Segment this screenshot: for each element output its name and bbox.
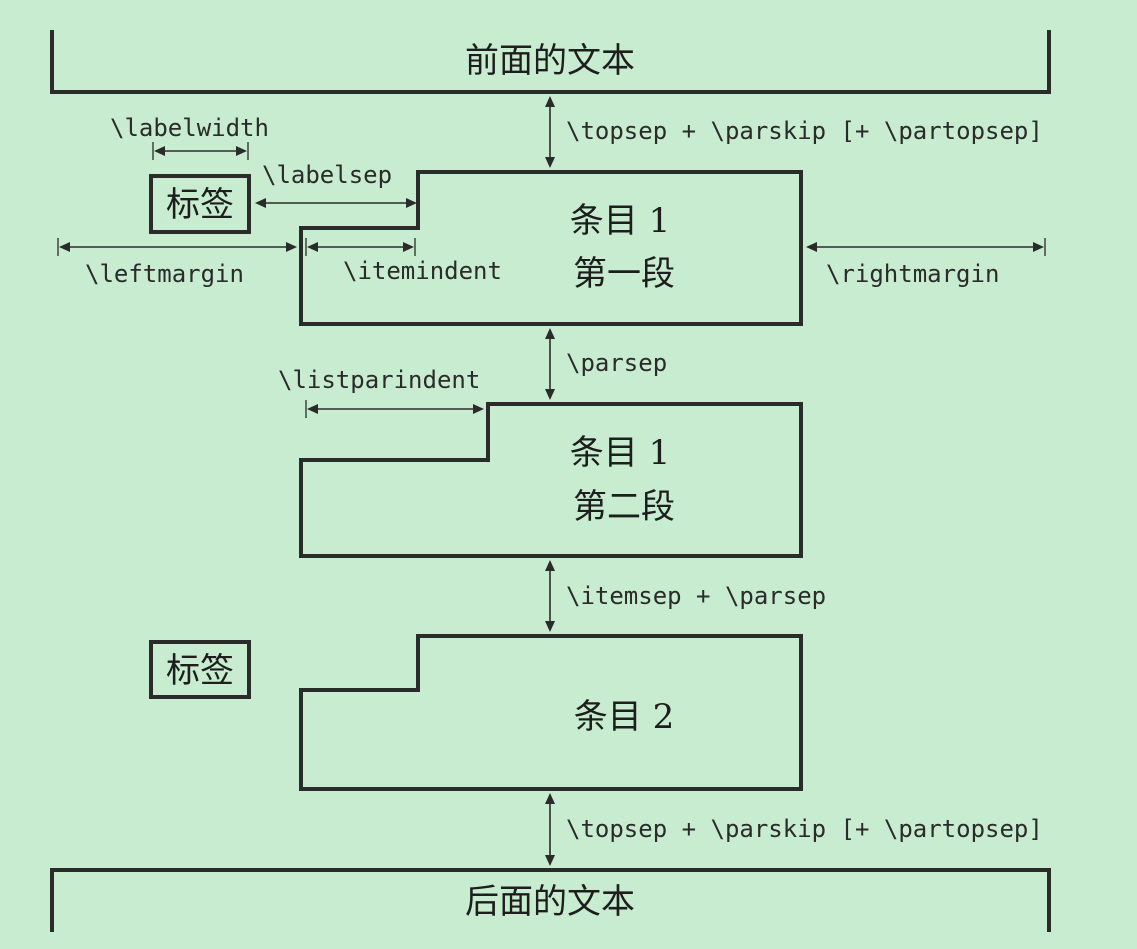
listparindent-arrow: [305, 400, 484, 418]
topsep-after-arrow: [545, 793, 555, 866]
itemsep-parsep-arrow: [545, 560, 555, 632]
preceding-text-bracket: [50, 30, 1051, 94]
item1-para1-box: [299, 170, 803, 326]
label-box-item1: [149, 174, 251, 234]
leftmargin-arrow: [57, 238, 297, 256]
item1-para2-text: 第二段: [573, 487, 675, 527]
rightmargin-arrow: [806, 238, 1046, 256]
item2-title: 条目 2: [574, 697, 674, 737]
label-text-item2: 标签: [166, 651, 234, 691]
rightmargin-label: \rightmargin: [826, 260, 999, 288]
item2-box: [299, 634, 803, 791]
following-text-bracket: [50, 868, 1051, 932]
preceding-text-label: 前面的文本: [465, 41, 635, 81]
topsep-before-arrow: [545, 96, 555, 168]
item1-para2-box: [299, 402, 803, 558]
labelsep-label: \labelsep: [262, 161, 392, 189]
label-text-item1: 标签: [166, 185, 234, 225]
label-box-item2: [149, 640, 251, 699]
itemindent-arrow: [305, 238, 416, 256]
parsep-label: \parsep: [566, 349, 667, 377]
following-text-label: 后面的文本: [465, 882, 635, 922]
item1-para1-text: 第一段: [573, 254, 675, 294]
topsep-after-label: \topsep + \parskip [+ \partopsep]: [566, 815, 1043, 843]
topsep-before-label: \topsep + \parskip [+ \partopsep]: [566, 117, 1043, 145]
item1-para1-title: 条目 1: [570, 201, 670, 241]
item1-para2-title: 条目 1: [570, 433, 670, 473]
labelwidth-arrow: [152, 142, 249, 160]
itemsep-parsep-label: \itemsep + \parsep: [566, 582, 826, 610]
itemindent-label: \itemindent: [343, 257, 502, 285]
labelwidth-label: \labelwidth: [110, 114, 269, 142]
labelsep-arrow: [255, 198, 417, 208]
parsep-arrow: [545, 328, 555, 400]
listparindent-label: \listparindent: [278, 366, 480, 394]
leftmargin-label: \leftmargin: [85, 260, 244, 288]
